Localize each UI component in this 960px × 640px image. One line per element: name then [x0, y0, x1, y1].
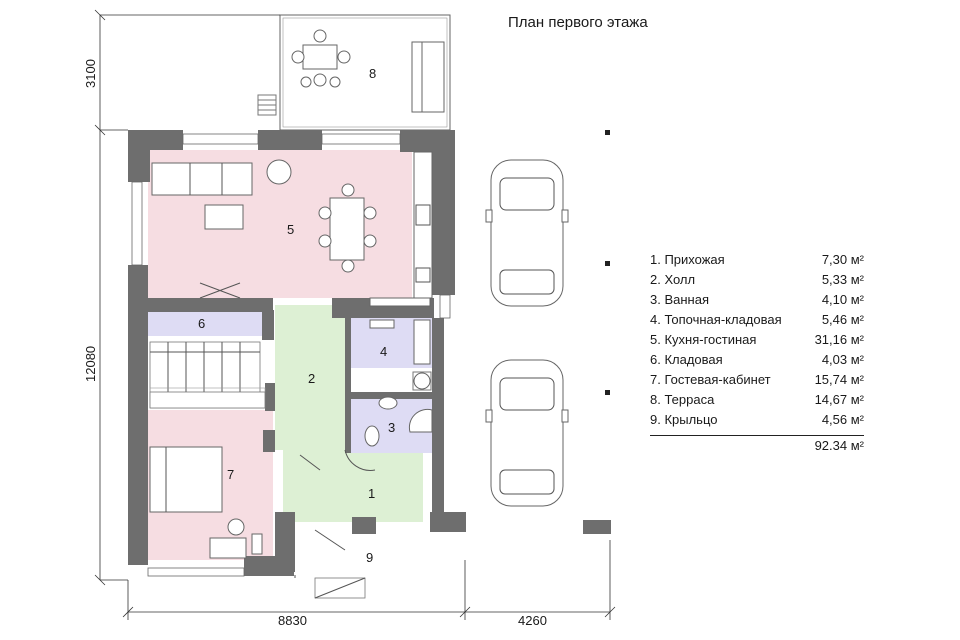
car-icon-bottom: [485, 359, 569, 507]
windows: [131, 133, 451, 577]
kitchen-living-furniture: [151, 151, 433, 307]
legend-room-name: 4. Топочная-кладовая: [650, 312, 782, 327]
legend-total-area: 92.34 м²: [814, 438, 864, 453]
legend-row: 1. Прихожая 7,30 м²: [650, 250, 864, 270]
room-number-6: 6: [198, 316, 205, 331]
dim-parking-width: 4260: [518, 613, 547, 628]
legend-room-name: 3. Ванная: [650, 292, 709, 307]
room-number-2: 2: [308, 371, 315, 386]
legend-room-area: 4,10 м²: [821, 292, 864, 307]
plan-title: План первого этажа: [508, 14, 648, 31]
car-icon-top: [485, 159, 569, 307]
legend-row: 5. Кухня-гостиная 31,16 м²: [650, 330, 864, 350]
room-number-7: 7: [227, 467, 234, 482]
legend-room-name: 6. Кладовая: [650, 352, 723, 367]
legend-row: 7. Гостевая-кабинет 15,74 м²: [650, 370, 864, 390]
legend-room-area: 5,46 м²: [821, 312, 864, 327]
legend-row: 4. Топочная-кладовая 5,46 м²: [650, 310, 864, 330]
guest-room-furniture: [149, 391, 266, 559]
room-number-8: 8: [369, 66, 376, 81]
legend-room-name: 9. Крыльцо: [650, 412, 718, 427]
legend-room-name: 8. Терраса: [650, 392, 715, 407]
terrace: [257, 14, 451, 131]
legend-room-name: 5. Кухня-гостиная: [650, 332, 757, 347]
legend-room-area: 4,56 м²: [821, 412, 864, 427]
room-number-5: 5: [287, 222, 294, 237]
legend-room-area: 4,03 м²: [821, 352, 864, 367]
room-number-4: 4: [380, 344, 387, 359]
room-number-1: 1: [368, 486, 375, 501]
entry-porch: [294, 449, 376, 599]
room-number-3: 3: [388, 420, 395, 435]
dim-house-depth: 12080: [83, 346, 98, 382]
terrace-table-icon: [291, 29, 351, 88]
legend-row: 9. Крыльцо 4,56 м²: [650, 410, 864, 430]
legend-row: 2. Холл 5,33 м²: [650, 270, 864, 290]
room-legend: 1. Прихожая 7,30 м² 2. Холл 5,33 м² 3. Ван…: [650, 250, 864, 453]
legend-room-name: 1. Прихожая: [650, 252, 725, 267]
dim-terrace-depth: 3100: [83, 59, 98, 88]
dim-house-width: 8830: [278, 613, 307, 628]
terrace-sofa-icon: [411, 41, 445, 113]
parking-posts: [583, 130, 611, 534]
legend-divider: [650, 435, 864, 436]
bath-fixtures: [364, 319, 433, 447]
legend-room-area: 5,33 м²: [821, 272, 864, 287]
room-number-9: 9: [366, 550, 373, 565]
legend-row: 6. Кладовая 4,03 м²: [650, 350, 864, 370]
legend-room-name: 2. Холл: [650, 272, 696, 287]
legend-room-area: 14,67 м²: [814, 392, 864, 407]
legend-room-area: 15,74 м²: [814, 372, 864, 387]
legend-row: 3. Ванная 4,10 м²: [650, 290, 864, 310]
legend-row: 8. Терраса 14,67 м²: [650, 390, 864, 410]
legend-room-name: 7. Гостевая-кабинет: [650, 372, 771, 387]
dimension-lines: [94, 9, 616, 620]
legend-room-area: 7,30 м²: [821, 252, 864, 267]
walls: [128, 130, 466, 576]
legend-room-area: 31,16 м²: [814, 332, 864, 347]
